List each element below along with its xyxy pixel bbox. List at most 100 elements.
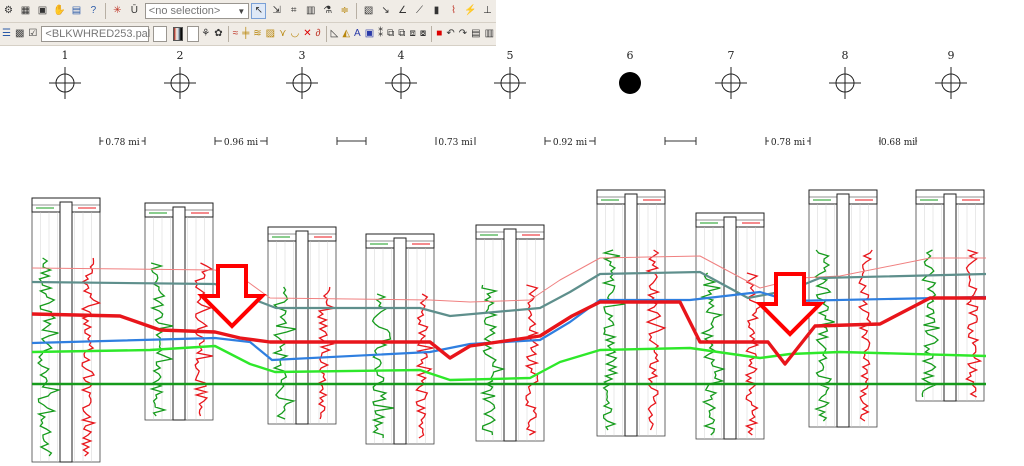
gamma-ray-log bbox=[601, 249, 626, 431]
stop-icon[interactable]: ■ bbox=[436, 28, 443, 39]
resistivity-log bbox=[192, 262, 214, 417]
distance-bar: 0.92 mi bbox=[544, 137, 596, 148]
fault-line-icon[interactable]: ╪ bbox=[242, 28, 250, 39]
well-label: 8 bbox=[842, 49, 849, 62]
ray-icon[interactable]: ⋎ bbox=[279, 28, 287, 39]
palette-dropdown[interactable]: <BLKWHRED253.pal bbox=[41, 26, 151, 42]
copy-icon[interactable]: ⧉ bbox=[387, 28, 395, 39]
depth-track bbox=[836, 193, 850, 428]
log-panel[interactable] bbox=[596, 189, 667, 437]
toolbar-separator bbox=[356, 3, 358, 19]
thin-red-horizon[interactable] bbox=[31, 255, 986, 303]
gamma-ray-log bbox=[479, 284, 506, 436]
well-label: 1 bbox=[62, 49, 69, 62]
triangle-icon[interactable]: ◺ bbox=[330, 28, 339, 39]
list-icon[interactable]: ☰ bbox=[2, 28, 11, 39]
toolbar-row-2: ☰ ▩ ☑ <BLKWHRED253.pal ⚘ ✿ ≈ ╪ ≋ ▨ ⋎ ◡ ✕… bbox=[0, 23, 496, 46]
distance-bar: 0.78 mi bbox=[99, 137, 146, 148]
image-frame-icon[interactable]: ▣ bbox=[364, 28, 375, 39]
flask-icon[interactable]: ⚗ bbox=[323, 5, 333, 16]
script-icon[interactable]: ∂ bbox=[315, 28, 321, 39]
horizon-icon[interactable]: ⌇ bbox=[451, 5, 456, 16]
gear-icon[interactable]: ⚙ bbox=[4, 5, 13, 16]
window-icon[interactable]: ▣ bbox=[37, 5, 48, 16]
text-a-icon[interactable]: A bbox=[354, 28, 361, 39]
book-icon[interactable]: ▧ bbox=[363, 5, 374, 16]
hand-icon[interactable]: ✋ bbox=[53, 5, 66, 16]
blue-horizon[interactable] bbox=[31, 290, 987, 362]
well-label: 4 bbox=[398, 49, 405, 62]
layers-icon[interactable]: ▤ bbox=[471, 28, 481, 39]
depth-track bbox=[295, 230, 309, 425]
palette-value: <BLKWHRED253.pal bbox=[45, 28, 151, 40]
zigzag-icon[interactable]: ≋ bbox=[253, 28, 262, 39]
undo-icon[interactable]: ↶ bbox=[446, 28, 455, 39]
log-panel[interactable] bbox=[267, 226, 338, 425]
well-label: 3 bbox=[299, 49, 306, 62]
log-panel[interactable] bbox=[915, 189, 985, 402]
palette-value-field[interactable] bbox=[186, 26, 200, 42]
well-symbol-filled[interactable] bbox=[619, 72, 641, 94]
log-panel[interactable] bbox=[144, 202, 214, 421]
log-panel[interactable] bbox=[365, 233, 435, 445]
log-panel[interactable] bbox=[695, 212, 765, 440]
asterisk-icon[interactable]: ✳ bbox=[113, 5, 122, 16]
crop-icon[interactable]: ⌗ bbox=[290, 5, 297, 16]
resistivity-log bbox=[80, 257, 102, 457]
well-symbol-crosshair bbox=[164, 67, 196, 99]
toolbar-separator bbox=[104, 3, 106, 19]
resistivity-log bbox=[744, 272, 763, 436]
check-icon[interactable]: ☑ bbox=[28, 28, 38, 39]
hatch-icon[interactable]: ▨ bbox=[265, 28, 276, 39]
grid-icon[interactable]: ▦ bbox=[20, 5, 31, 16]
align-icon[interactable]: ≑ bbox=[340, 5, 349, 16]
palette-name-field[interactable] bbox=[153, 26, 167, 42]
log-panel[interactable] bbox=[475, 224, 545, 442]
help-icon[interactable]: ? bbox=[90, 5, 97, 16]
share-icon[interactable]: ⚘ bbox=[201, 28, 211, 39]
pointer-icon[interactable]: ↖ bbox=[251, 3, 267, 19]
trend-icon[interactable]: ⟋ bbox=[416, 5, 424, 16]
table-icon[interactable]: ▥ bbox=[305, 5, 316, 16]
depth-track bbox=[172, 206, 186, 421]
paste-icon[interactable]: ⧉ bbox=[398, 28, 406, 39]
well-label: 6 bbox=[627, 49, 634, 62]
log-panel[interactable] bbox=[31, 197, 102, 463]
u-icon[interactable]: Ū bbox=[130, 5, 138, 16]
gamma-ray-log bbox=[36, 257, 62, 457]
red-horizon[interactable] bbox=[31, 296, 986, 366]
grid-palette-icon[interactable]: ▩ bbox=[14, 28, 25, 39]
gamma-ray-log bbox=[700, 272, 726, 436]
distance-bar: 0.68 mi bbox=[878, 137, 918, 148]
select-tool-icon[interactable]: ⇲ bbox=[272, 5, 281, 16]
depth-track bbox=[59, 201, 73, 463]
angle-icon[interactable]: ∠ bbox=[398, 5, 408, 16]
selection-dropdown[interactable]: <no selection> ▼ bbox=[144, 3, 250, 19]
cross-icon[interactable]: ⊥ bbox=[483, 5, 492, 16]
redo-icon[interactable]: ↷ bbox=[458, 28, 468, 39]
image-icon[interactable]: ▤ bbox=[71, 5, 82, 16]
log-panel[interactable] bbox=[808, 189, 878, 428]
ungroup-icon[interactable]: ⧇ bbox=[419, 28, 427, 39]
triangle-fill-icon[interactable]: ◭ bbox=[342, 28, 351, 39]
group-icon[interactable]: ⧈ bbox=[409, 28, 416, 39]
cursor-icon[interactable]: ↘ bbox=[381, 5, 390, 16]
wave-icon[interactable]: ≈ bbox=[232, 28, 239, 39]
resistivity-log bbox=[645, 249, 667, 431]
delete-icon[interactable]: ✕ bbox=[303, 28, 312, 39]
ruler-icon[interactable]: ▮ bbox=[433, 5, 440, 16]
bowl-icon[interactable]: ◡ bbox=[290, 28, 300, 39]
export-icon[interactable]: ▥ bbox=[484, 28, 495, 39]
depth-track bbox=[624, 193, 638, 437]
color-palette-bar[interactable] bbox=[172, 27, 183, 41]
distance-bar: 0.78 mi bbox=[765, 137, 811, 148]
distance-label: 0.73 mi bbox=[438, 138, 472, 148]
well-label: 2 bbox=[177, 49, 184, 62]
fault-icon[interactable]: ⚡ bbox=[464, 5, 477, 16]
node-icon[interactable]: ⁑ bbox=[378, 28, 384, 39]
settings-icon[interactable]: ✿ bbox=[214, 28, 223, 39]
distance-bar bbox=[664, 137, 697, 145]
